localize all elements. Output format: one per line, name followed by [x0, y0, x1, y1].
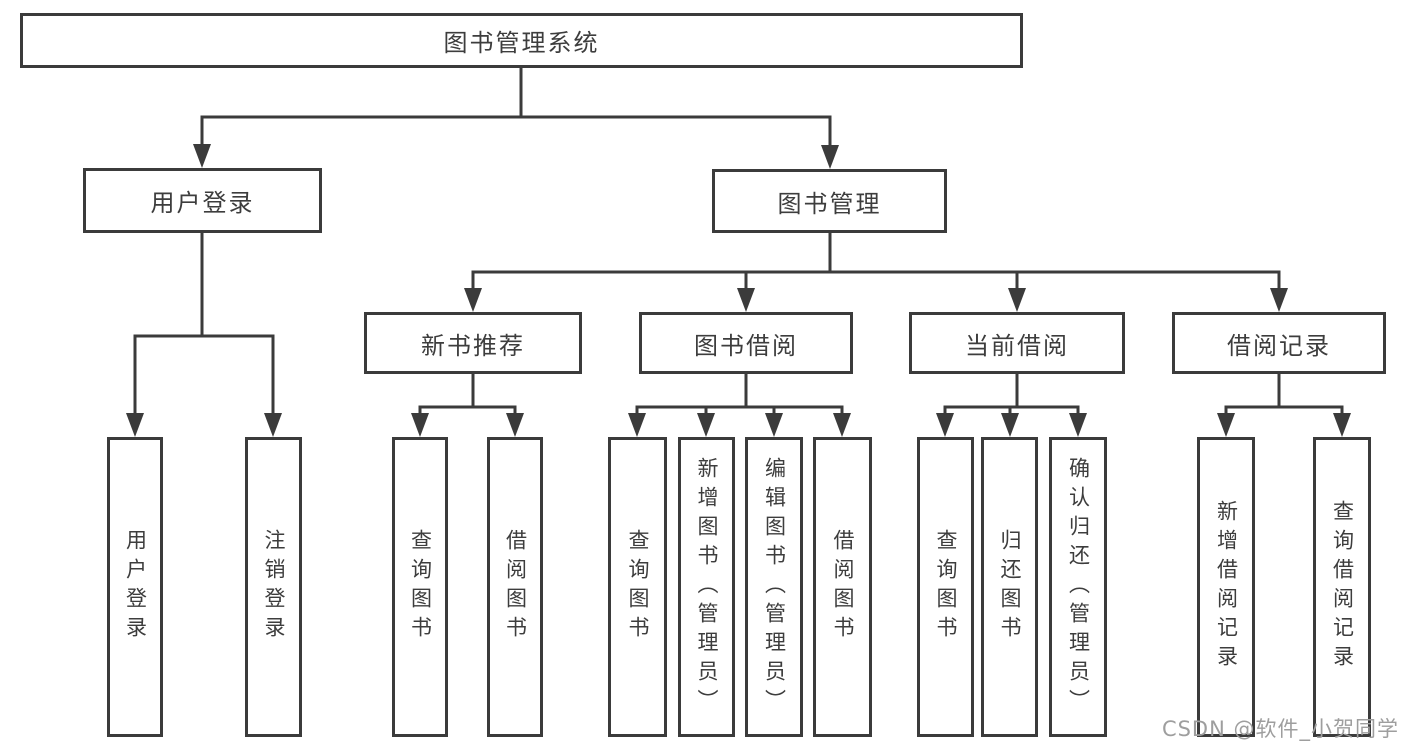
arrowhead: [765, 413, 783, 437]
leaf-confirm-return-admin: 确认归还（管理员）: [1049, 437, 1107, 737]
node-current-borrowing: 当前借阅: [909, 312, 1125, 374]
node-book-borrowing: 图书借阅: [639, 312, 853, 374]
arrowhead: [628, 413, 646, 437]
csdn-watermark: CSDN @软件_小贺同学: [1161, 717, 1399, 741]
leaf-label: 新增借阅记录: [1214, 500, 1239, 674]
leaf-borrow-books: 借阅图书: [813, 437, 872, 737]
node-label: 用户登录: [150, 189, 255, 217]
node-label: 当前借阅: [965, 331, 1069, 360]
arrowhead: [506, 413, 524, 437]
arrowhead: [464, 288, 482, 312]
leaf-borrow-books: 借阅图书: [487, 437, 543, 737]
leaf-user-login: 用户登录: [107, 437, 163, 737]
arrowhead: [264, 413, 282, 437]
leaf-label: 查询图书: [934, 529, 958, 645]
connector-user-login-to-leaves: [126, 231, 282, 437]
arrowhead: [411, 413, 429, 437]
arrowhead: [1001, 413, 1019, 437]
leaf-label: 编辑图书（管理员）: [762, 456, 787, 718]
leaf-query-borrow-record: 查询借阅记录: [1313, 437, 1371, 737]
node-label: 图书管理系统: [443, 29, 600, 57]
node-book-management: 图书管理: [712, 169, 947, 233]
connector-borrowing-records-to-leaves: [1217, 372, 1351, 437]
leaf-label: 查询图书: [408, 529, 433, 645]
connector-root-to-level2: [193, 66, 839, 169]
connector-new-book-recommendation-to-leaves: [411, 372, 524, 437]
leaf-label: 用户登录: [123, 529, 148, 645]
leaf-label: 查询借阅记录: [1330, 500, 1355, 674]
arrowhead: [126, 413, 144, 437]
arrowhead: [737, 288, 755, 312]
leaf-label: 查询图书: [626, 529, 650, 645]
connector-current-borrowing-to-leaves: [936, 372, 1087, 437]
connector-book-management-to-level3: [464, 231, 1288, 312]
node-label: 新书推荐: [421, 331, 525, 360]
leaf-label: 借阅图书: [831, 529, 855, 645]
arrowhead: [1333, 413, 1351, 437]
leaf-label: 确认归还（管理员）: [1066, 456, 1091, 718]
leaf-edit-book-admin: 编辑图书（管理员）: [745, 437, 803, 737]
node-new-book-recommendation: 新书推荐: [364, 312, 582, 374]
arrowhead: [1069, 413, 1087, 437]
leaf-label: 新增图书（管理员）: [695, 456, 719, 718]
arrowhead: [193, 144, 211, 168]
arrowhead: [936, 413, 954, 437]
arrowhead: [821, 145, 839, 169]
leaf-logout: 注销登录: [245, 437, 302, 737]
node-library-management-system: 图书管理系统: [20, 13, 1023, 68]
leaf-label: 借阅图书: [503, 529, 528, 645]
arrowhead: [1217, 413, 1235, 437]
leaf-query-books: 查询图书: [392, 437, 448, 737]
node-label: 图书借阅: [694, 331, 798, 360]
arrowhead: [697, 413, 715, 437]
leaf-label: 注销登录: [262, 529, 286, 645]
node-label: 借阅记录: [1227, 331, 1331, 360]
arrowhead: [833, 413, 851, 437]
leaf-label: 归还图书: [998, 529, 1022, 645]
leaf-query-books: 查询图书: [608, 437, 667, 737]
connector-book-borrowing-to-leaves: [628, 372, 851, 437]
leaf-return-book: 归还图书: [981, 437, 1038, 737]
node-user-login: 用户登录: [83, 168, 322, 233]
leaf-add-book-admin: 新增图书（管理员）: [678, 437, 735, 737]
node-borrowing-records: 借阅记录: [1172, 312, 1386, 374]
arrowhead: [1270, 288, 1288, 312]
leaf-query-books: 查询图书: [917, 437, 974, 737]
arrowhead: [1008, 288, 1026, 312]
node-label: 图书管理: [777, 189, 882, 218]
leaf-add-borrow-record: 新增借阅记录: [1197, 437, 1255, 737]
